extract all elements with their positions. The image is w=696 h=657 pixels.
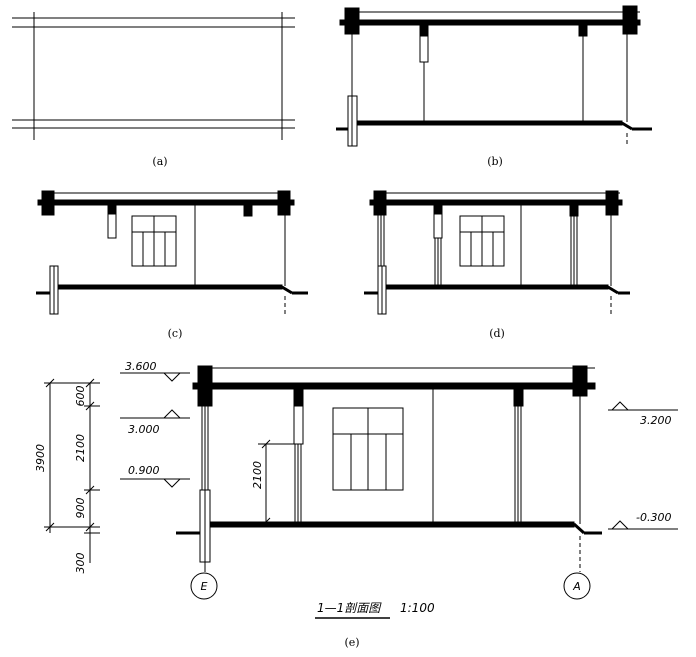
level-roof: 3.600 bbox=[125, 360, 157, 373]
dim-door: 2100 bbox=[251, 461, 264, 489]
dimension-chain-left bbox=[44, 378, 100, 563]
diagram-a bbox=[12, 12, 295, 140]
elevation-marks-left bbox=[120, 372, 190, 488]
axis-marker-a bbox=[563, 572, 591, 600]
caption-a: (a) bbox=[152, 155, 167, 168]
level-sill: 0.900 bbox=[128, 464, 160, 477]
level-right-top: 3.200 bbox=[640, 414, 672, 427]
axis-label-left: E bbox=[201, 580, 208, 593]
diagram-c bbox=[36, 190, 308, 315]
dim-seg-plinth: 300 bbox=[74, 553, 87, 574]
caption-d: (d) bbox=[489, 327, 505, 340]
dim-seg-top: 600 bbox=[74, 386, 87, 407]
caption-b: (b) bbox=[487, 155, 503, 168]
diagram-d bbox=[364, 190, 630, 315]
dim-seg-window: 2100 bbox=[74, 434, 87, 462]
caption-c: (c) bbox=[168, 327, 183, 340]
axis-label-right: A bbox=[572, 580, 581, 593]
axis-marker-e bbox=[190, 572, 218, 600]
dimension-door bbox=[258, 439, 294, 527]
dim-seg-sill: 900 bbox=[74, 498, 87, 519]
diagram-e bbox=[176, 365, 602, 572]
level-beam: 3.000 bbox=[128, 423, 160, 436]
diagram-b bbox=[336, 5, 652, 147]
section-scale: 1:100 bbox=[400, 601, 435, 615]
caption-e: (e) bbox=[344, 636, 359, 649]
level-ground: -0.300 bbox=[636, 511, 671, 524]
dim-total: 3900 bbox=[34, 444, 47, 472]
section-title: 1—1剖面图 bbox=[317, 601, 382, 615]
elevation-marks-right bbox=[608, 401, 678, 530]
